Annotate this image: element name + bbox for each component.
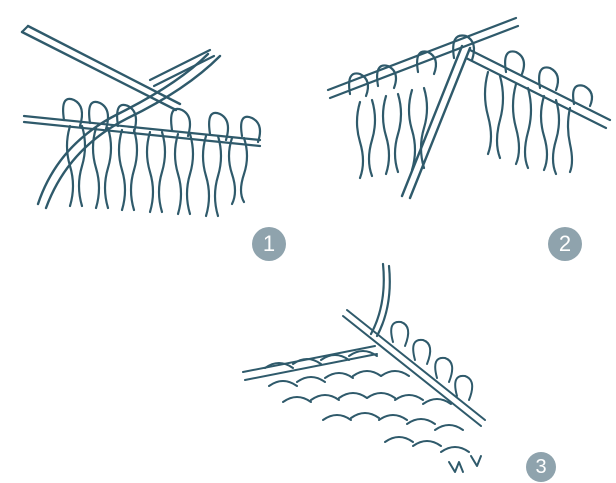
knitting-step-2-icon — [320, 10, 616, 210]
step-3-illustration — [235, 250, 505, 480]
step-number-3: 3 — [535, 457, 546, 477]
step-2-illustration — [320, 10, 616, 210]
knitting-step-3-icon — [235, 250, 505, 480]
step-1-illustration — [10, 8, 300, 218]
step-number-badge-2: 2 — [548, 227, 582, 261]
knitting-step-1-icon — [10, 8, 300, 218]
step-number-2: 2 — [559, 233, 571, 255]
step-number-1: 1 — [263, 233, 275, 255]
step-number-badge-3: 3 — [526, 452, 556, 482]
step-number-badge-1: 1 — [252, 227, 286, 261]
